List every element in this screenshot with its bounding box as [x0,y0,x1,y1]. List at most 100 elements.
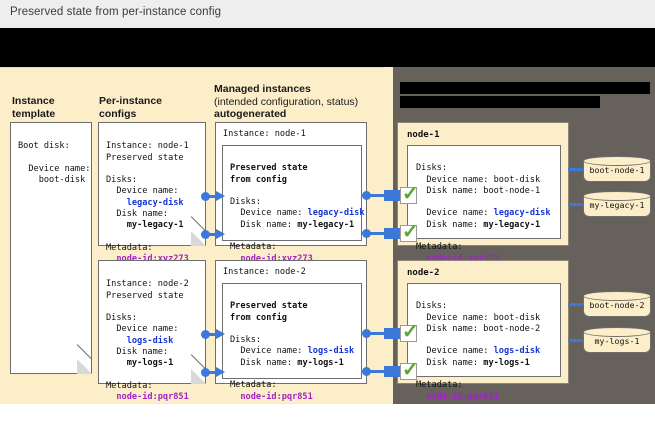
node-extra-device-label: Device name: [416,208,494,219]
connector-dot [362,329,371,338]
disk-top [583,327,651,337]
node-boot-disk-value: boot-node-1 [483,185,541,196]
managed-instance-header: Instance: node-1 [223,129,306,139]
redaction-bar [0,28,655,31]
preserved-device-name-label: Device name: [230,208,308,219]
disk-connector-line [568,168,584,171]
config-disks-label: Disks: [106,313,138,324]
status-check-icon: ✓ [400,360,419,380]
folded-corner-icon [77,359,92,374]
node-boot-device-value: boot-disk [493,312,541,323]
node-metadata-label: Metadata: [416,242,463,253]
column-header-per-instance-configs: Per-instance configs [99,95,199,120]
column-header-line1: Per-instance [99,95,163,107]
node-disks-label: Disks: [416,301,448,312]
redaction-bar [320,32,382,44]
disk-top [583,291,651,301]
preserved-metadata-value: node-id:xyz273 [230,253,313,264]
connector-line [208,333,218,336]
node-extra-disk-label: Disk name: [416,357,484,368]
preserved-title-1: Preserved state [230,163,308,174]
node-details-box: Disks: Device name: boot-disk Disk name:… [407,145,561,264]
connector-dot [201,368,210,377]
instance-template-card: Boot disk: Device name: boot-disk [10,122,93,374]
node-boot-disk-label: Disk name: [416,323,484,334]
page-title: Preserved state from per-instance config [10,6,222,18]
preserved-device-name-value: logs-disk [307,346,355,357]
connector-line [369,370,385,373]
connector-dot [201,230,210,239]
disk-body [583,296,651,317]
column-header-instance-template: Instance template [12,95,92,120]
title-bar: Preserved state from per-instance config [0,0,655,28]
connector-line [208,233,218,236]
config-metadata-value: node-id:xyz273 [106,254,188,264]
connector-line [208,371,218,374]
disk-connector-line [568,203,584,206]
connector-line [369,194,385,197]
disk-cylinder: my-logs-1 [583,327,651,355]
check-glyph: ✓ [402,321,419,343]
config-device-name-value: logs-disk [106,335,174,346]
diagram-root: Preserved state from per-instance config… [0,0,655,404]
preserved-disk-name-value: my-logs-1 [297,357,344,368]
disk-cylinder: boot-node-2 [583,291,651,319]
config-subtitle: Preserved state [106,152,184,163]
config-device-name-value: legacy-disk [106,197,184,208]
connector-dot [362,367,371,376]
managed-instance-card: Instance: node-2 Preserved state from co… [215,260,367,402]
preserved-state-box: Preserved state from config Disks: Devic… [222,283,362,402]
config-instance: Instance: node-1 [106,141,189,152]
config-subtitle: Preserved state [106,290,184,301]
status-check-icon: ✓ [400,184,419,204]
node-name: node-2 [407,268,440,278]
redaction-bar [0,32,283,41]
preserved-metadata-label: Metadata: [230,242,277,253]
config-device-name-label: Device name: [106,186,179,197]
disk-body [583,332,651,353]
column-header-line2: configs [99,107,137,120]
node-boot-device-value: boot-disk [493,174,541,185]
status-check-icon: ✓ [400,221,419,243]
connector-line [369,332,385,335]
card-line: Boot disk: [18,141,70,152]
column-header-line2: (intended configuration, status) [214,95,359,108]
connector-arrow [216,191,225,201]
managed-instance-card: Instance: node-1 Preserved state from co… [215,122,367,264]
config-device-name-label: Device name: [106,324,179,335]
connector-block [384,228,402,239]
folded-corner-line [76,344,93,360]
node-group-card: node-1 Disks: Device name: boot-disk Dis… [397,122,569,264]
node-extra-device-value: logs-disk [493,346,541,357]
node-metadata-value: node-id:pqr851 [416,391,499,402]
preserved-title-2: from config [230,174,287,185]
preserved-disk-name-label: Disk name: [230,219,298,230]
redaction-bar [443,32,523,44]
preserved-metadata-label: Metadata: [230,380,277,391]
node-details-box: Disks: Device name: boot-disk Disk name:… [407,283,561,402]
disk-top [583,156,651,166]
connector-block [384,366,402,377]
config-disks-label: Disks: [106,175,138,186]
connector-block [384,328,402,339]
column-header-line2: template [12,107,56,120]
redaction-bar [0,46,655,67]
check-glyph: ✓ [402,221,419,243]
preserved-disks-label: Disks: [230,335,262,346]
node-metadata-label: Metadata: [416,380,463,391]
column-header-managed-instances: Managed instances (intended configuratio… [214,83,374,121]
node-group-card: node-2 Disks: Device name: boot-disk Dis… [397,260,569,402]
preserved-disk-name-value: my-legacy-1 [297,219,355,230]
connector-arrow [216,329,225,339]
card-line: boot-disk [18,175,86,186]
preserved-metadata-value: node-id:pqr851 [230,391,313,402]
node-extra-device-value: legacy-disk [493,208,551,219]
node-extra-disk-label: Disk name: [416,219,484,230]
preserved-disk-name-label: Disk name: [230,357,298,368]
disk-body [583,161,651,182]
disk-connector-line [568,339,584,342]
disk-label: boot-node-2 [589,300,645,310]
column-header-line3: autogenerated [214,108,287,120]
redaction-bar [400,96,600,108]
disk-top [583,191,651,201]
